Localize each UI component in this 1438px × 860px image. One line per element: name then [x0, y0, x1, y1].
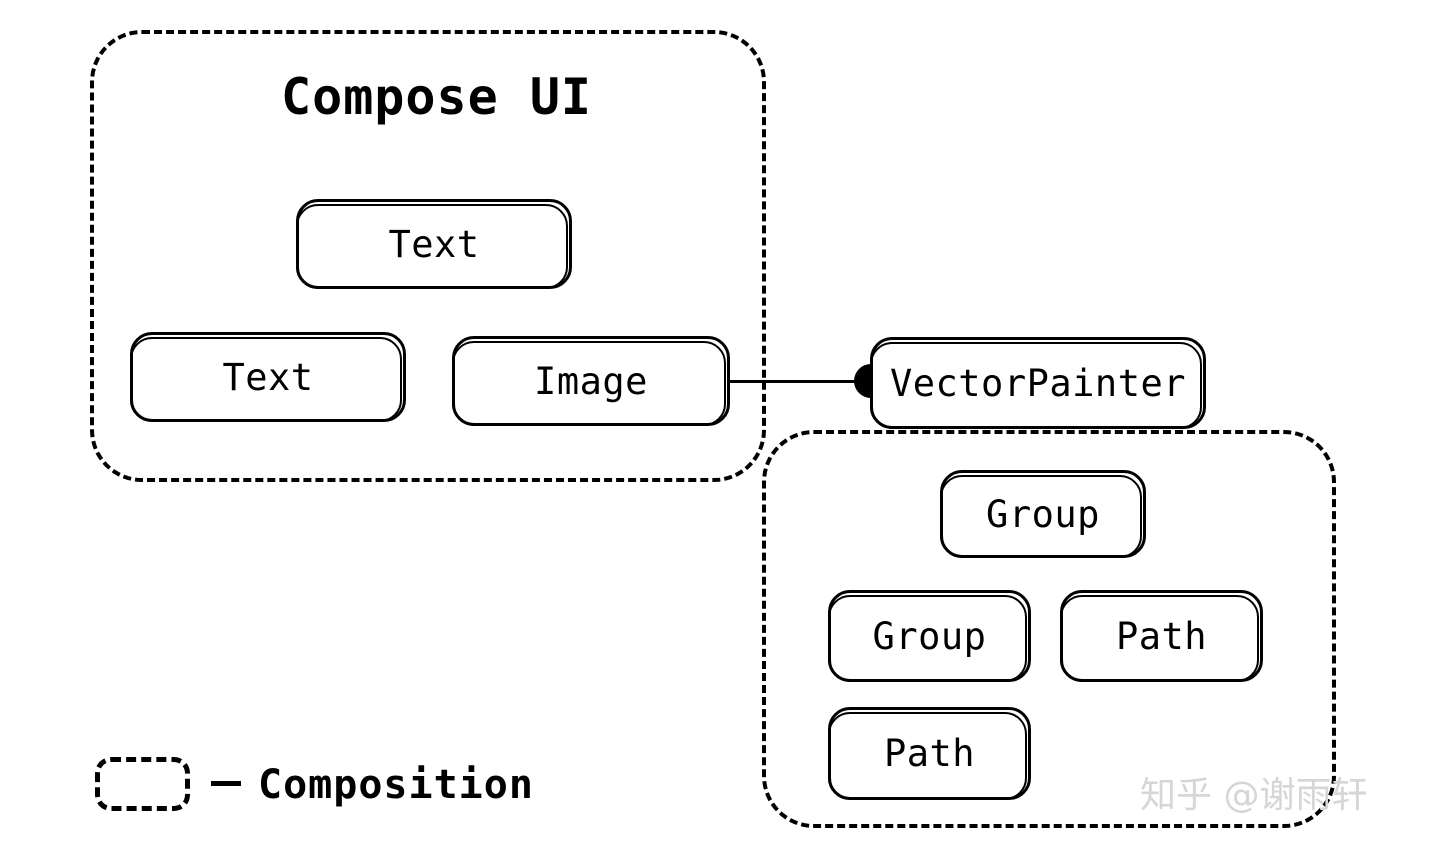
node-text-top[interactable]: Text	[296, 199, 572, 289]
legend-composition-swatch	[95, 757, 190, 811]
node-group-top[interactable]: Group	[940, 470, 1146, 558]
node-image[interactable]: Image	[452, 336, 730, 426]
node-group-second[interactable]: Group	[828, 590, 1031, 682]
node-vector-painter-label: VectorPainter	[889, 361, 1187, 405]
node-path-right[interactable]: Path	[1060, 590, 1263, 682]
watermark: 知乎 @谢雨轩	[1140, 775, 1368, 816]
node-text-top-label: Text	[388, 222, 480, 266]
node-group-top-label: Group	[986, 492, 1100, 536]
node-text-left-label: Text	[222, 355, 314, 399]
compose-ui-title-text: Compose UI	[281, 68, 593, 126]
node-vector-painter[interactable]: VectorPainter	[870, 337, 1206, 429]
connector-image-to-vectorpainter	[730, 380, 878, 383]
page-title: Compose UI	[281, 68, 592, 126]
node-path-right-label: Path	[1115, 614, 1208, 658]
node-group-second-label: Group	[872, 614, 987, 658]
node-text-left[interactable]: Text	[130, 332, 406, 422]
node-image-label: Image	[534, 359, 648, 403]
composition-compose-ui	[90, 30, 766, 482]
composition-vector-painter	[762, 430, 1336, 828]
node-path-bottom[interactable]: Path	[828, 707, 1031, 800]
legend-composition-label: Composition	[258, 762, 534, 808]
node-path-bottom-label: Path	[883, 732, 976, 775]
legend-dash-icon	[211, 781, 241, 786]
